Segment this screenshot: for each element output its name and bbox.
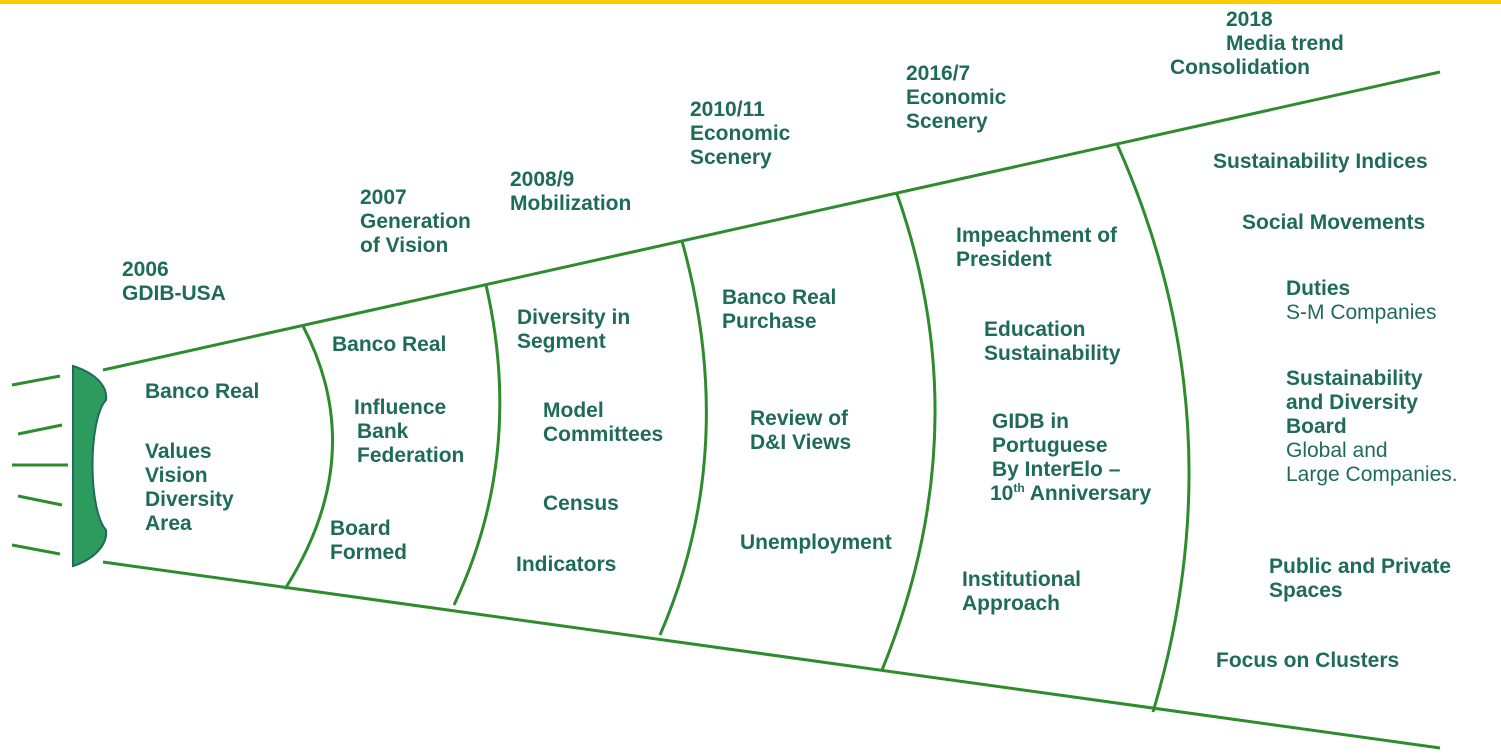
stage-2018-item-clusters: Focus on Clusters	[1216, 649, 1400, 672]
stage-2016-item-gidb: GIDB in Portuguese By InterElo – 10th An…	[990, 410, 1152, 505]
stage-2007-item-banco-real: Banco Real	[332, 333, 447, 356]
funnel-bottom-edge	[102, 560, 1441, 750]
stage-2006-item-banco-real: Banco Real	[145, 380, 260, 403]
stage-2010-item-unemployment: Unemployment	[740, 531, 892, 554]
stage-dividers	[283, 143, 1191, 713]
divider-2010	[658, 240, 708, 636]
stage-2007-item-influence: Influence Bank Federation	[354, 396, 465, 467]
divider-2018	[1115, 143, 1191, 713]
divider-2008	[452, 284, 502, 606]
stage-2008-item-indicators: Indicators	[516, 553, 617, 576]
emission-rays	[11, 374, 68, 556]
stage-2018-heading: 2018 Media trend Consolidation	[1170, 8, 1344, 79]
source-lens-shape	[72, 364, 108, 568]
stage-2018-item-indices: Sustainability Indices	[1213, 150, 1428, 173]
divider-2016	[880, 193, 937, 671]
funnel-top-edge	[102, 70, 1441, 372]
stage-2018-item-social: Social Movements	[1242, 211, 1426, 234]
divider-2007	[283, 325, 335, 590]
stage-2018-item-duties: Duties S-M Companies	[1286, 277, 1437, 324]
stage-2018-item-board: Sustainability and Diversity Board Globa…	[1286, 367, 1458, 486]
stage-2008-item-census: Census	[543, 492, 619, 515]
top-accent-bar	[0, 0, 1501, 4]
